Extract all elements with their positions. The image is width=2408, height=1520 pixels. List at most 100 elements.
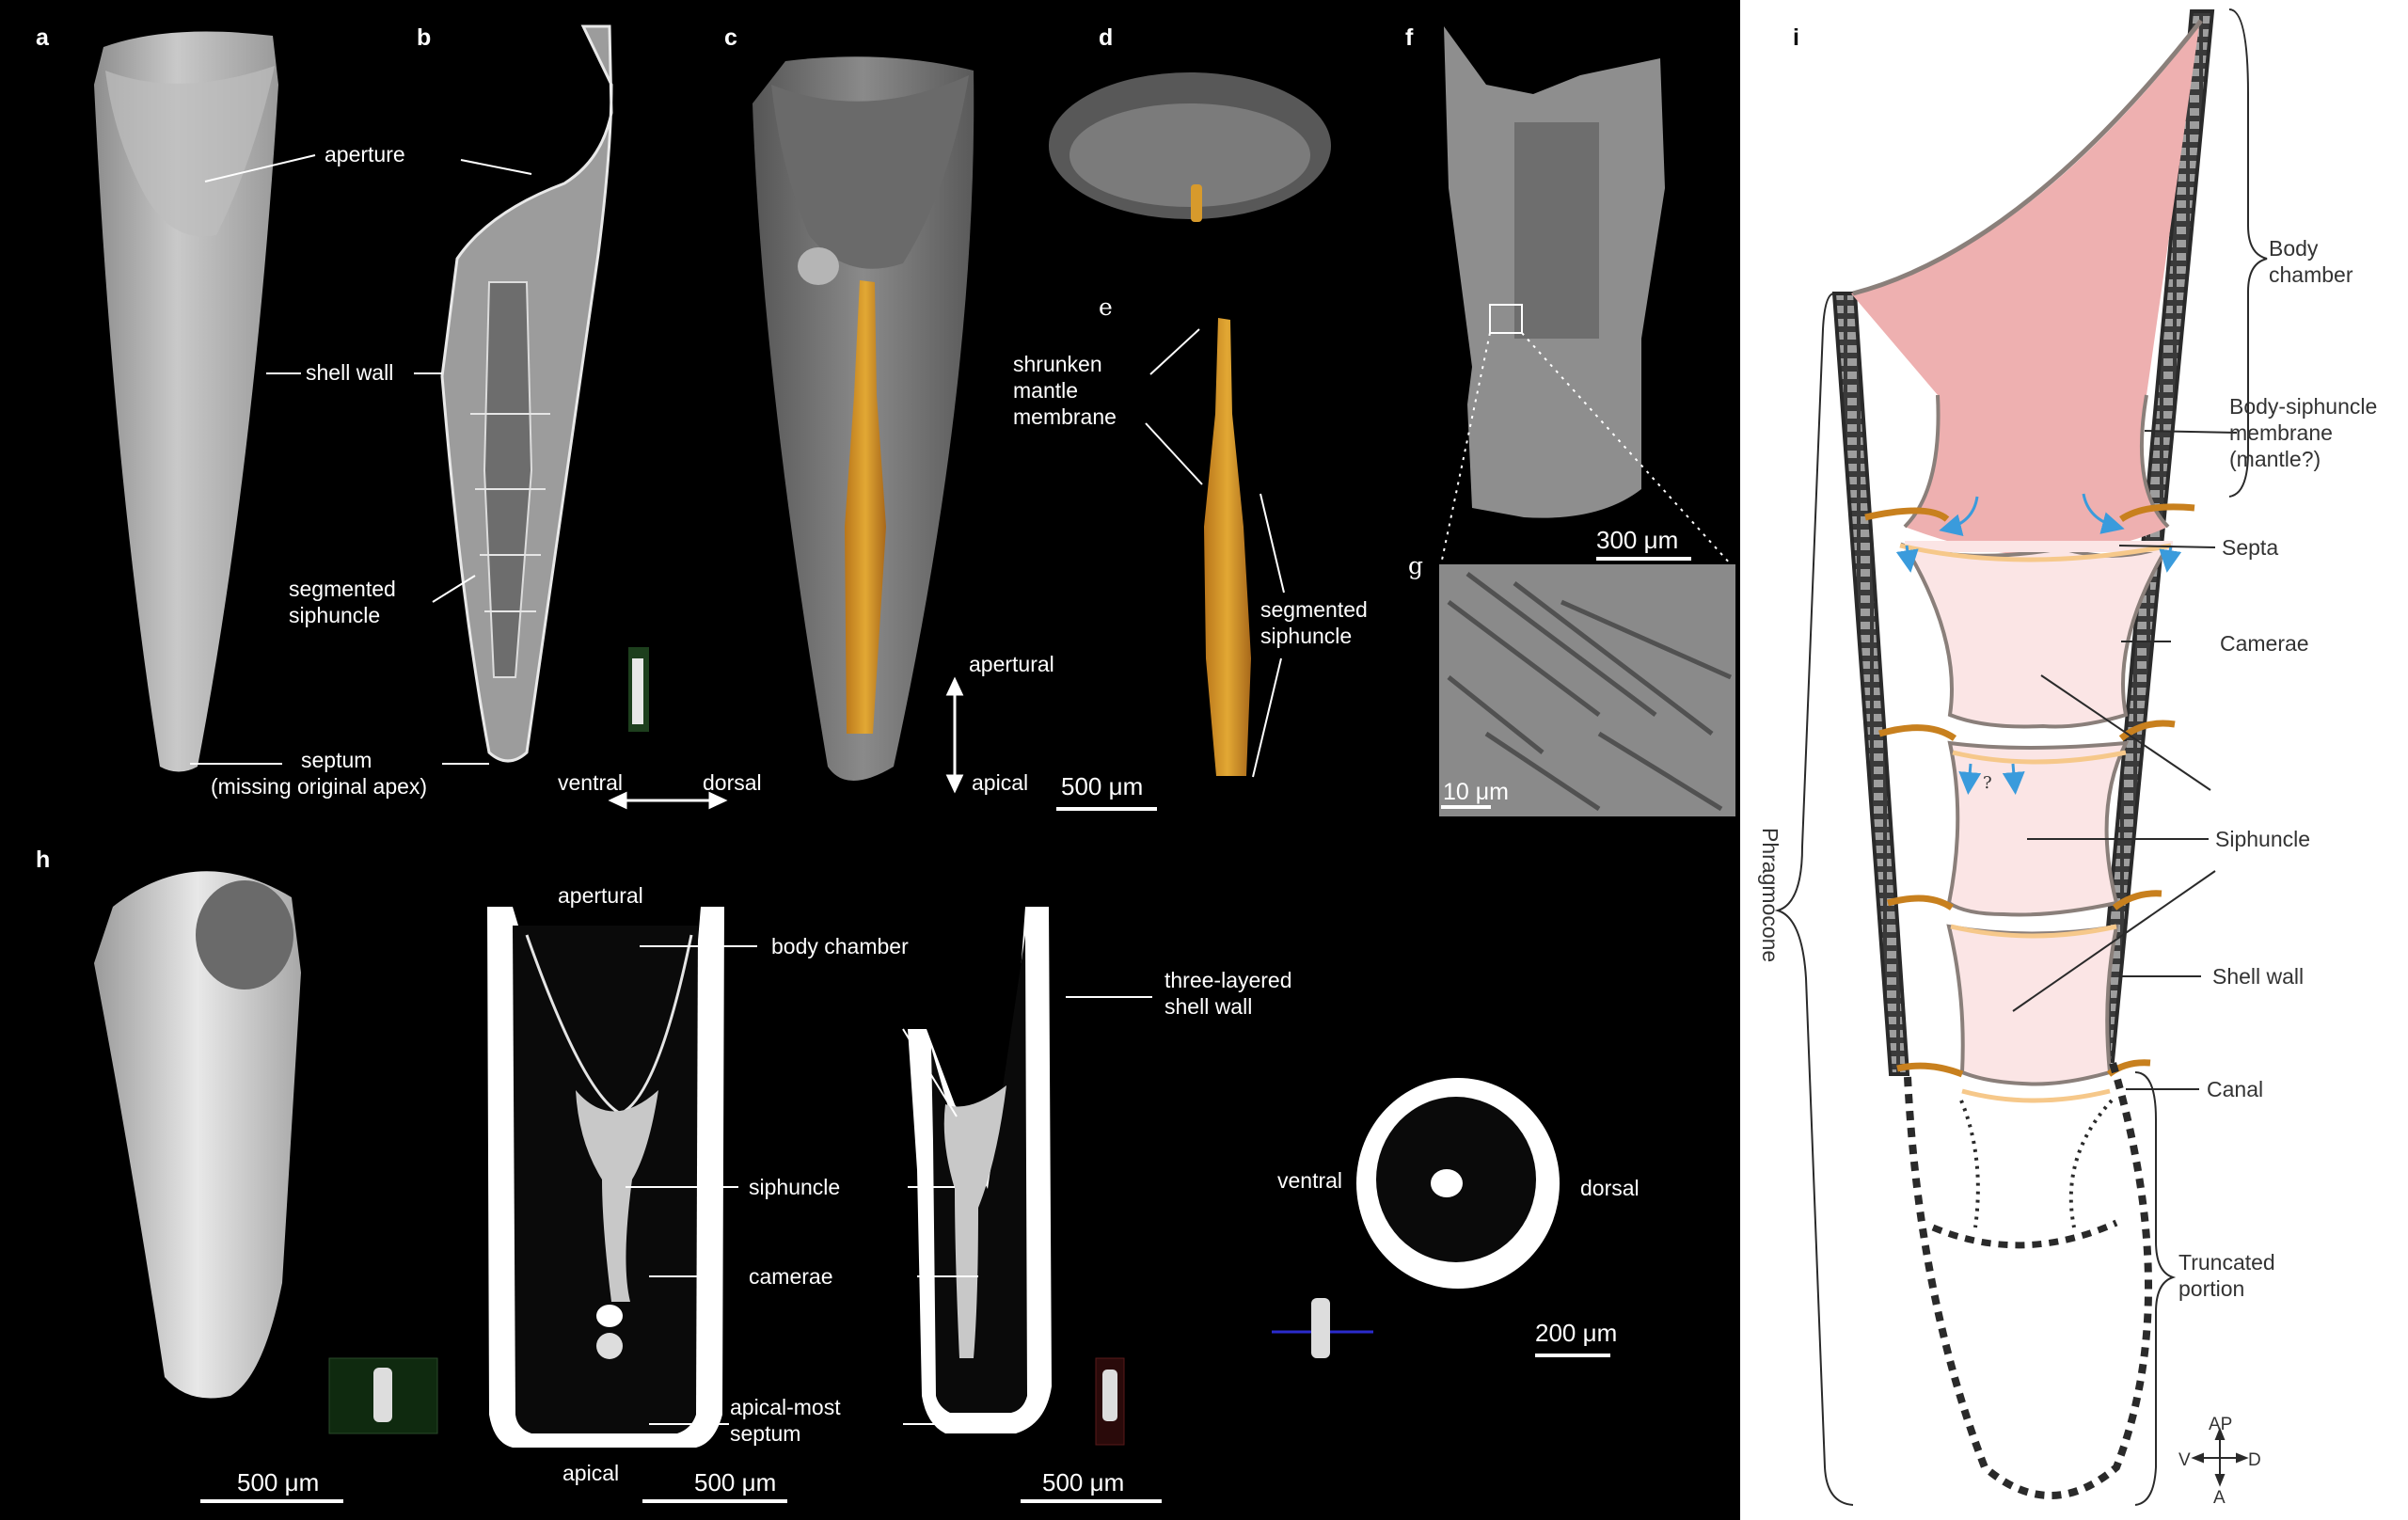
label-scale-500-top: 500 μm [1061,772,1143,800]
siphuncle-cross-d [1191,184,1202,222]
panel-letter-a: a [36,24,50,51]
panel-letter-g: g [1408,552,1423,579]
label-body-siphuncle-2: membrane [2229,420,2333,445]
orientation-specimen-h3 [1311,1298,1330,1358]
label-three-layered-1: three-layered [1164,968,1292,992]
siphuncle-septa-bridge [1905,541,2173,552]
label-apical-most-2: septum [730,1421,800,1446]
label-camerae: Camerae [2220,631,2309,656]
label-body-chamber: body chamber [771,934,909,958]
shell-specimen-a [94,31,278,772]
panel-letter-i: i [1793,24,1799,51]
label-septum: septum [301,748,372,772]
label-scale-500-b3: 500 μm [1042,1468,1124,1496]
label-question: ? [1983,773,1992,793]
label-shrunken-1: shrunken [1013,352,1102,376]
apertural-inner-d [1069,103,1310,207]
body-chamber-outline [1852,19,2203,296]
shell-wall-left [1831,292,1910,1076]
orientation-specimen-h1 [373,1368,392,1422]
zoom-image-g [1439,564,1735,816]
panel-letter-c: c [724,24,737,51]
body-membrane-right [2139,394,2170,529]
orientation-specimen-h2 [1102,1370,1117,1421]
ct-section-1 [487,907,724,1448]
top-figure-panel: a b c d e f g aperture shell wall segmen… [0,0,1740,822]
aperture-render-h [196,880,293,990]
label-canal: Canal [2207,1077,2263,1101]
label-aperture: aperture [325,142,405,166]
shell-wall-right [2093,9,2215,1063]
label-segmented-b-2: siphuncle [289,603,380,627]
label-scale-500-b1: 500 μm [237,1468,319,1496]
siphuncle-segments [1900,542,2173,1086]
scale-bars-bottom [200,1354,1610,1503]
compass-a: A [2213,1488,2226,1508]
panel-letter-b: b [417,24,431,51]
bottom-figure-svg: h apertural body chamber three-layered s… [36,847,1640,1503]
label-dorsal-top: dorsal [703,770,762,795]
zoom-box-f [1489,304,1523,334]
interior-f [1514,122,1599,339]
aperture-rim-a [105,66,275,237]
truncated-portion [1904,1061,2152,1499]
label-segmented-e-1: segmented [1260,597,1368,622]
label-ventral-bottom: ventral [1277,1168,1342,1193]
orientation-arrows [608,676,964,810]
label-missing-apex: (missing original apex) [211,774,427,799]
label-segmented-e-2: siphuncle [1260,624,1352,648]
compass-v: V [2178,1450,2191,1470]
label-apical-most-1: apical-most [730,1395,841,1419]
label-scale-300: 300 μm [1596,526,1678,554]
siphuncle-render-c [845,280,886,734]
label-ventral-top: ventral [558,770,623,795]
label-shell-wall: Shell wall [2212,964,2304,989]
label-scale-200: 200 μm [1535,1319,1617,1347]
label-three-layered-2: shell wall [1164,994,1252,1019]
panel-letter-f: f [1405,24,1414,51]
shell-render-h [94,871,301,1399]
siphuncle-isolated-e [1204,318,1251,776]
label-scale-10: 10 μm [1443,779,1509,805]
ct-section-2 [908,907,1052,1433]
leader-lines-bottom [626,945,1152,1425]
label-camerae-bottom: camerae [749,1264,832,1289]
label-segmented-b-1: segmented [289,577,396,601]
top-figure-svg: a b c d e f g aperture shell wall segmen… [36,24,1735,816]
body-chamber-fill [1851,26,2199,555]
label-phragmocone: Phragmocone [1758,828,1782,962]
label-body-siphuncle-1: Body-siphuncle [2229,394,2377,419]
schematic-leaders [2012,430,2238,1090]
label-truncated-2: portion [2178,1276,2244,1301]
label-shrunken-3: membrane [1013,404,1117,429]
flow-arrows [1895,493,2182,795]
body-membrane-left [1903,394,1941,529]
panel-letter-h: h [36,847,50,873]
siphuncle-section-b [483,281,533,678]
compass-d: D [2248,1450,2261,1470]
panel-letter-e: e [1099,293,1113,321]
cross-section-siphuncle [1431,1169,1463,1197]
label-siphuncle: Siphuncle [2215,827,2310,851]
leader-lines-top [190,154,1285,778]
label-shell-wall: shell wall [306,360,393,385]
particle-c [798,247,839,285]
label-body-2: chamber [2269,262,2353,287]
label-truncated-1: Truncated [2178,1250,2275,1275]
label-scale-500-b2: 500 μm [694,1468,776,1496]
label-shrunken-2: mantle [1013,378,1078,403]
septa-lines-b [470,413,550,612]
label-apertural-top: apertural [969,652,1054,676]
bottom-figure-panel: h apertural body chamber three-layered s… [0,831,1740,1520]
texture-streaks-g [1447,572,1733,812]
label-siphuncle-bottom: siphuncle [749,1175,840,1199]
label-apertural-bottom: apertural [558,883,643,908]
label-septa: Septa [2222,535,2278,560]
aperture-render-c [771,75,969,269]
orientation-specimen-b [632,658,643,724]
panel-letter-d: d [1099,24,1113,51]
label-dorsal-bottom: dorsal [1580,1176,1640,1200]
schematic-panel: i Body chamber Body-siphuncle membrane (… [1740,0,2408,1520]
compass-ap: AP [2209,1415,2232,1434]
schematic-svg: i Body chamber Body-siphuncle membrane (… [1758,8,2377,1508]
